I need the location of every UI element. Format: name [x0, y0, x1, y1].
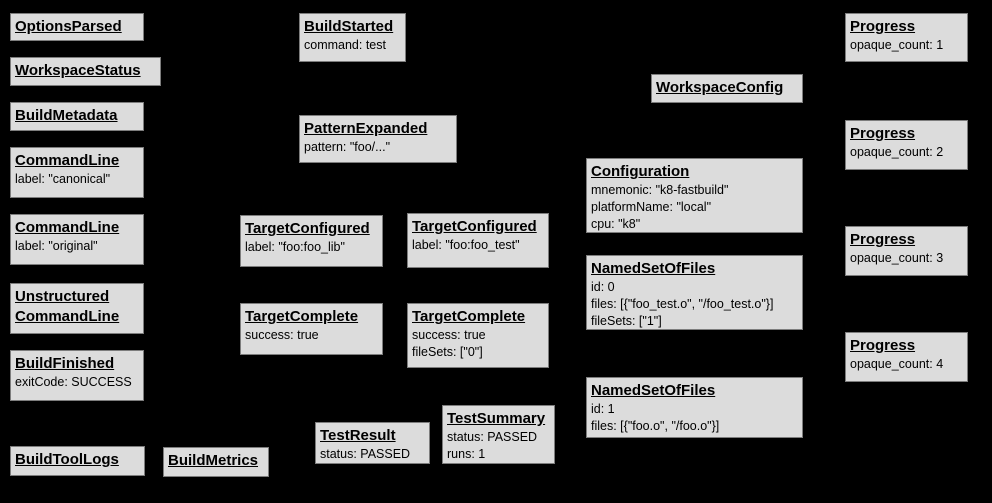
node-field: label: "foo:foo_test" [412, 238, 520, 252]
node-build-finished: BuildFinished exitCode: SUCCESS [10, 350, 144, 401]
node-title: Unstructured [15, 288, 110, 305]
node-test-result: TestResult status: PASSED [315, 422, 430, 464]
node-field: mnemonic: "k8-fastbuild" [591, 183, 729, 197]
node-build-tool-logs: BuildToolLogs [10, 446, 145, 476]
node-field: exitCode: SUCCESS [15, 375, 132, 389]
node-field: id: 0 [591, 280, 615, 294]
node-field: command: test [304, 38, 386, 52]
node-configuration: Configuration mnemonic: "k8-fastbuild" pla… [586, 158, 803, 233]
node-target-complete-test: TargetComplete success: true fileSets: ["0… [407, 303, 549, 368]
node-title: BuildMetrics [168, 452, 259, 469]
node-target-complete-lib: TargetComplete success: true [240, 303, 383, 355]
node-title: TargetComplete [412, 308, 526, 325]
node-target-configured-lib: TargetConfigured label: "foo:foo_lib" [240, 215, 383, 267]
node-field: cpu: "k8" [591, 217, 641, 231]
node-target-configured-test: TargetConfigured label: "foo:foo_test" [407, 213, 549, 268]
node-title: Progress [850, 18, 916, 35]
node-field: label: "foo:foo_lib" [245, 240, 345, 254]
node-title: BuildToolLogs [15, 451, 119, 468]
node-title: WorkspaceConfig [656, 79, 784, 96]
node-title: CommandLine [15, 219, 120, 236]
node-field: fileSets: ["0"] [412, 345, 483, 359]
node-progress-4: Progress opaque_count: 4 [845, 332, 968, 382]
node-field: id: 1 [591, 402, 615, 416]
node-field: label: "canonical" [15, 172, 111, 186]
node-title: BuildStarted [304, 18, 394, 35]
node-options-parsed: OptionsParsed [10, 13, 144, 41]
node-test-summary: TestSummary status: PASSED runs: 1 [442, 405, 555, 464]
node-field: label: "original" [15, 239, 98, 253]
node-pattern-expanded: PatternExpanded pattern: "foo/..." [299, 115, 457, 163]
node-title: OptionsParsed [15, 18, 122, 35]
node-field: pattern: "foo/..." [304, 140, 391, 154]
node-field: runs: 1 [447, 447, 486, 461]
node-title: BuildFinished [15, 355, 115, 372]
node-title: NamedSetOfFiles [591, 260, 716, 277]
node-build-metrics: BuildMetrics [163, 447, 269, 477]
node-progress-2: Progress opaque_count: 2 [845, 120, 968, 170]
node-title: TestSummary [447, 410, 546, 427]
node-named-set-of-files-1: NamedSetOfFiles id: 1 files: [{"foo.o", "/… [586, 377, 803, 438]
node-title: TargetComplete [245, 308, 359, 325]
node-title: Configuration [591, 163, 690, 180]
node-field: platformName: "local" [591, 200, 712, 214]
node-workspace-config: WorkspaceConfig [651, 74, 803, 103]
node-title: CommandLine [15, 152, 120, 169]
node-field: success: true [245, 328, 319, 342]
node-field: opaque_count: 3 [850, 251, 944, 265]
node-field: opaque_count: 2 [850, 145, 944, 159]
node-title: PatternExpanded [304, 120, 428, 137]
node-field: files: [{"foo.o", "/foo.o"}] [591, 419, 720, 433]
node-build-started: BuildStarted command: test [299, 13, 406, 62]
node-command-line-original: CommandLine label: "original" [10, 214, 144, 265]
node-field: success: true [412, 328, 486, 342]
node-title: Progress [850, 231, 916, 248]
node-field: fileSets: ["1"] [591, 314, 662, 328]
node-field: opaque_count: 1 [850, 38, 944, 52]
node-field: status: PASSED [320, 447, 411, 461]
node-title: TestResult [320, 427, 396, 444]
node-title: Progress [850, 125, 916, 142]
node-title: TargetConfigured [412, 218, 537, 235]
node-field: files: [{"foo_test.o", "/foo_test.o"}] [591, 297, 774, 311]
node-title: BuildMetadata [15, 107, 118, 124]
node-field: opaque_count: 4 [850, 357, 944, 371]
node-title: Progress [850, 337, 916, 354]
node-title: CommandLine [15, 308, 120, 325]
node-progress-3: Progress opaque_count: 3 [845, 226, 968, 276]
node-workspace-status: WorkspaceStatus [10, 57, 161, 86]
node-title: NamedSetOfFiles [591, 382, 716, 399]
node-build-metadata: BuildMetadata [10, 102, 144, 131]
node-named-set-of-files-0: NamedSetOfFiles id: 0 files: [{"foo_test.o… [586, 255, 803, 330]
node-title: TargetConfigured [245, 220, 370, 237]
node-command-line-canonical: CommandLine label: "canonical" [10, 147, 144, 198]
node-title: WorkspaceStatus [15, 62, 141, 79]
node-field: status: PASSED [447, 430, 538, 444]
node-progress-1: Progress opaque_count: 1 [845, 13, 968, 62]
